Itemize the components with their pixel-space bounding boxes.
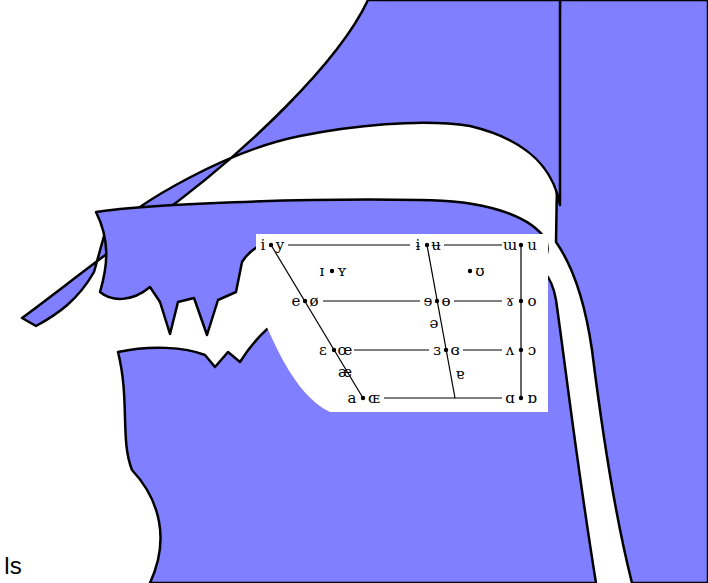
chart-dots [269, 243, 523, 400]
vowel-symbol: ɞ [450, 343, 459, 358]
vowel-symbol: ɘ [424, 294, 433, 309]
vowel-symbol: ɤ [506, 294, 514, 309]
chart-dot [303, 299, 307, 303]
chart-dot [330, 269, 334, 273]
chart-dot [519, 299, 523, 303]
chart-line [323, 300, 420, 301]
chart-panel [256, 234, 548, 412]
vowel-symbol: a [348, 391, 357, 406]
vowel-symbol: ɑ [505, 391, 515, 406]
vowel-symbol: ʌ [506, 343, 514, 358]
epiglottis [584, 468, 607, 522]
vowel-symbol: ɨ [416, 238, 421, 253]
chart-line [520, 245, 521, 398]
chart-line [444, 244, 502, 245]
vowel-symbol: o [527, 294, 536, 309]
chart-dot [519, 348, 523, 352]
caption-fragment: ls [4, 554, 21, 578]
chart-dot [519, 243, 523, 247]
chart-line [427, 245, 455, 398]
vowel-symbol: y [276, 238, 284, 253]
chart-dot [444, 348, 448, 352]
chart-line [288, 244, 410, 245]
vowel-symbol: ø [309, 294, 318, 309]
vowel-symbol: ə [430, 316, 439, 331]
chart-dot [332, 348, 336, 352]
chart-line [271, 245, 363, 398]
chart-lines [271, 245, 521, 398]
chart-dot [519, 396, 523, 400]
vowel-symbol: æ [338, 365, 352, 380]
vowel-symbol: œ [338, 343, 353, 358]
vowel-symbol: ʏ [337, 264, 347, 279]
vowel-symbol: ɒ [527, 391, 537, 406]
vowel-symbol: ɔ [528, 343, 536, 358]
chart-line [463, 349, 502, 350]
vowel-symbol: ɯ [503, 238, 517, 253]
vowel-symbol: e [292, 294, 301, 309]
chart-line [354, 349, 429, 350]
chart-dot [468, 269, 472, 273]
chart-dot [361, 396, 365, 400]
vowel-symbol: ʊ [475, 264, 484, 279]
vowel-symbol: i [261, 238, 266, 253]
vowel-symbol: ɛ [319, 343, 327, 358]
vowel-symbol: u [527, 238, 537, 253]
vowel-symbol: ɪ [320, 264, 325, 279]
chart-dot [425, 243, 429, 247]
chart-line [454, 300, 502, 301]
chart-dot [269, 243, 273, 247]
chart-line [384, 397, 502, 398]
vowel-symbol: ɶ [368, 391, 380, 406]
vowel-symbol: ɐ [456, 367, 465, 382]
vowel-symbol: ʉ [431, 238, 441, 253]
vowel-symbol: ɵ [441, 294, 450, 309]
vowel-symbol: ɜ [433, 343, 441, 358]
chart-dot [435, 299, 439, 303]
